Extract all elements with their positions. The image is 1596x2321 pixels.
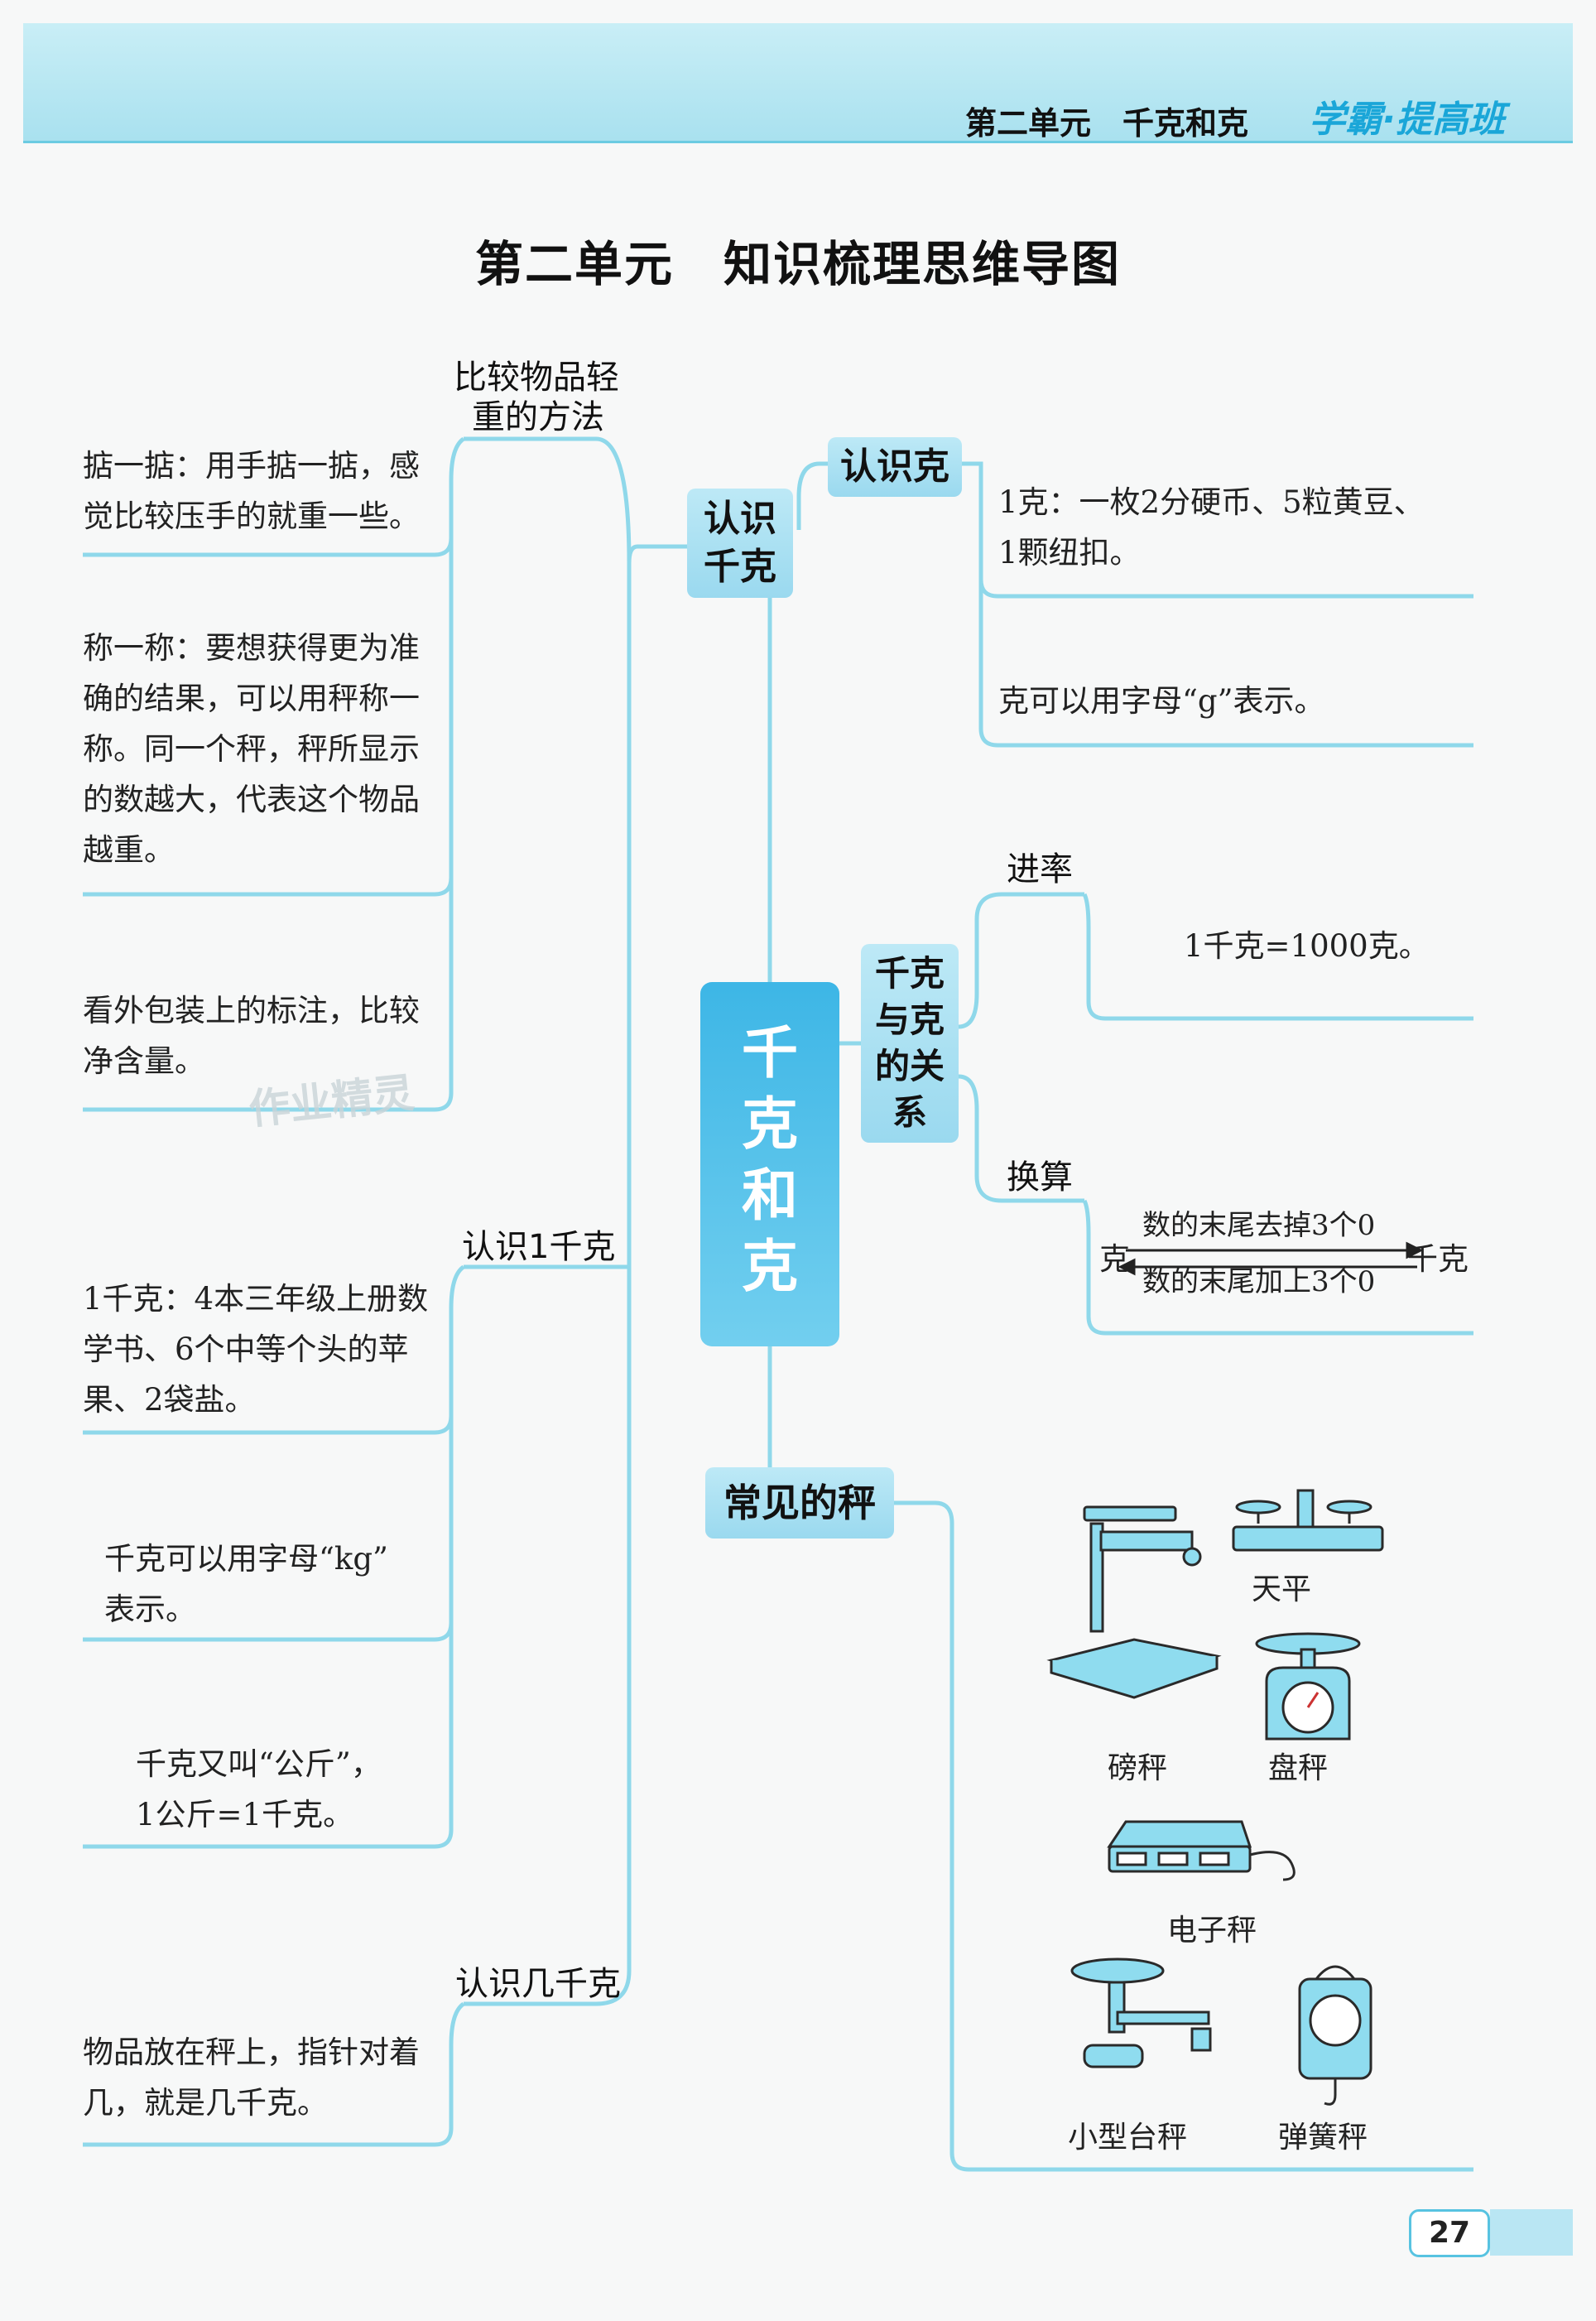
scales-illustrations — [1043, 1474, 1391, 2153]
spring-scale-icon — [1300, 1967, 1371, 2104]
leaf-line: 的数越大，代表这个物品 — [83, 774, 420, 825]
node-know-kg-line1: 认识 — [687, 495, 793, 543]
caption-balance: 天平 — [1252, 1565, 1311, 1608]
leaf-line: 表示。 — [104, 1584, 388, 1635]
balance-icon — [1233, 1490, 1382, 1550]
rate-text: 1千克=1000克。 — [1184, 921, 1430, 971]
convert-top-rule: 数的末尾去掉3个0 — [1142, 1201, 1375, 1251]
center-char-2: 克 — [700, 1090, 839, 1161]
small-platform-scale-icon — [1072, 1959, 1210, 2067]
branch1-label-line2: 重的方法 — [454, 397, 619, 437]
leaf-line: 看外包装上的标注，比较 — [83, 985, 420, 1036]
branch2-label: 认识1千克 — [462, 1227, 615, 1267]
page-number-tab — [1490, 2209, 1573, 2256]
leaf-line: 学书、6个中等个头的苹 — [83, 1324, 428, 1375]
leaf-weigh-by-hand: 掂一掂：用手掂一掂，感 觉比较压手的就重一些。 — [83, 441, 420, 542]
branch3-label: 认识几千克 — [455, 1964, 621, 2004]
center-char-4: 克 — [700, 1232, 839, 1303]
convert-bottom-rule: 数的末尾加上3个0 — [1142, 1257, 1375, 1307]
node-know-kg-line2: 千克 — [687, 543, 793, 591]
leaf-line: 千克又叫“公斤”， — [136, 1739, 382, 1789]
leaf-g-symbol: 克可以用字母“g”表示。 — [998, 676, 1325, 726]
node-scales: 常见的秤 — [705, 1467, 894, 1539]
node-know-g: 认识克 — [828, 437, 962, 497]
dial-scale-icon — [1257, 1634, 1359, 1739]
center-char-3: 和 — [700, 1161, 839, 1232]
convert-left-unit: 克 — [1099, 1234, 1130, 1284]
branch1-label-line1: 比较物品轻 — [454, 358, 619, 397]
node-know-kg: 认识 千克 — [687, 489, 793, 598]
rate-line — [959, 894, 1084, 1027]
leaf-line: 几，就是几千克。 — [83, 2078, 420, 2128]
center-char-1: 千 — [700, 1018, 839, 1090]
leaf-1kg-examples: 1千克：4本三年级上册数 学书、6个中等个头的苹 果、2袋盐。 — [83, 1274, 428, 1425]
node-relation-line1: 千克 — [861, 951, 959, 997]
leaf-weigh-by-scale: 称一称：要想获得更为准 确的结果，可以用秤称一 称。同一个秤，秤所显示 的数越大… — [83, 623, 420, 875]
caption-platform-scale: 磅秤 — [1108, 1744, 1167, 1787]
branch1-top — [464, 439, 629, 563]
node-relation-line2: 与克 — [861, 997, 959, 1043]
rate-label: 进率 — [1007, 850, 1073, 889]
leaf-line: 果、2袋盐。 — [83, 1375, 428, 1425]
leaf-line: 掂一掂：用手掂一掂，感 — [83, 441, 420, 491]
leaf-kg-symbol: 千克可以用字母“kg” 表示。 — [104, 1534, 388, 1635]
page-number: 27 — [1409, 2209, 1490, 2257]
caption-electronic-scale: 电子秤 — [1167, 1906, 1257, 1949]
leaf-line: 1克：一枚2分硬币、5粒黄豆、 — [998, 477, 1425, 527]
leaf-read-pointer: 物品放在秤上，指针对着 几，就是几千克。 — [83, 2027, 420, 2128]
leaf-line: 1千克：4本三年级上册数 — [83, 1274, 428, 1324]
leaf-1g-examples: 1克：一枚2分硬币、5粒黄豆、 1颗纽扣。 — [998, 477, 1425, 578]
electronic-scale-icon — [1109, 1822, 1294, 1880]
caption-small-platform-scale: 小型台秤 — [1068, 2113, 1187, 2156]
node-relation: 千克 与克 的关 系 — [861, 944, 959, 1143]
leaf-line: 1颗纽扣。 — [998, 527, 1425, 578]
leaf-line: 1公斤=1千克。 — [136, 1789, 382, 1840]
leaf-line: 确的结果，可以用秤称一 — [83, 673, 420, 724]
leaf-line: 千克可以用字母“kg” — [104, 1534, 388, 1584]
caption-spring-scale: 弹簧秤 — [1278, 2113, 1368, 2156]
convert-right-unit: 千克 — [1407, 1234, 1469, 1284]
leaf-line: 越重。 — [83, 825, 420, 875]
node-relation-line3: 的关 — [861, 1043, 959, 1090]
branch1-label: 比较物品轻 重的方法 — [454, 358, 619, 437]
leaf-gongjin: 千克又叫“公斤”， 1公斤=1千克。 — [136, 1739, 382, 1840]
leaf-line: 物品放在秤上，指针对着 — [83, 2027, 420, 2078]
leaf-line: 称一称：要想获得更为准 — [83, 623, 420, 673]
leaf-line: 称。同一个秤，秤所显示 — [83, 724, 420, 774]
center-node-label: 千 克 和 克 — [700, 1018, 839, 1303]
convert-label: 换算 — [1007, 1158, 1073, 1197]
leaf-line: 觉比较压手的就重一些。 — [83, 491, 420, 542]
caption-dial-scale: 盘秤 — [1268, 1744, 1328, 1787]
platform-scale-icon — [1051, 1507, 1217, 1697]
left-spine — [629, 547, 687, 1971]
node-relation-line4: 系 — [861, 1090, 959, 1136]
